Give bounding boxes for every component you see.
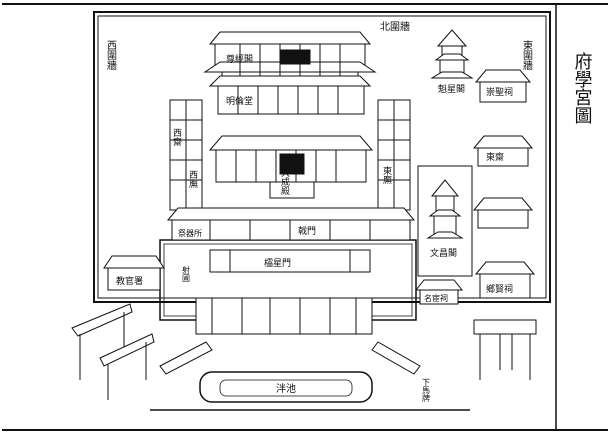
school-official-label: 教官署 [116,275,143,287]
pan-pool [199,371,373,403]
memorial-arch-right [473,319,537,380]
zunjing-pavilion-label: 尊經閣 [226,53,253,65]
title-label: 府學宮圖 [572,52,593,124]
dormitory-label: 射圃 [182,265,191,283]
kuixing-pavilion-label: 魁星閣 [438,83,465,95]
labels: 府學宮圖 北圍牆 西圍牆 東圍牆 魁星閣 崇聖祠 尊經閣 明倫堂 大成殿 西廡 … [105,20,593,403]
minghuan-shrine-label: 名宦祠 [424,293,448,303]
wenchang-tower [417,165,473,277]
dacheng-hall [208,135,374,199]
west-corridor [169,99,203,211]
west-wall-label: 西圍牆 [105,40,117,71]
central-gate [195,297,373,335]
ancestral-hall-label: 祭器所 [178,228,202,238]
minghuan-shrine [414,279,464,305]
north-wall-label: 北圍牆 [380,20,410,33]
east-corridor [377,99,411,211]
kuixing-pavilion [430,29,474,79]
ji-gate-row [166,207,416,241]
memorial-arch-left [71,303,155,400]
minglun-hall-label: 明倫堂 [226,95,253,107]
minglun-hall [208,75,372,115]
east-side-rooms [472,135,534,229]
xiangxian-shrine-label: 鄉賢祠 [486,283,513,295]
west-corridor-label: 西廡 [187,170,198,189]
wenchang-tower-label: 文昌閣 [430,247,457,259]
east-side-rooms-label: 東齋 [486,151,504,163]
xiama-stele-label: 下馬牌 [422,378,431,403]
east-corridor-label: 東廡 [381,165,392,185]
outer-frame [2,3,608,431]
pan-pool-label: 泮池 [276,382,296,395]
east-wall-label: 東圍牆 [521,39,533,71]
chongsheng-shrine [474,69,532,103]
xiangxian-shrine [474,261,536,299]
ji-gate-label: 戟門 [298,225,316,237]
side-steps [159,341,421,375]
dacheng-hall-label: 大成殿 [279,167,290,196]
chongsheng-shrine-label: 崇聖祠 [486,86,513,98]
west-side-rooms-label: 西齋 [171,128,182,147]
school-official-office [103,255,165,291]
lingxing-gate [209,249,371,273]
lingxing-gate-label: 櫺星門 [264,257,291,269]
